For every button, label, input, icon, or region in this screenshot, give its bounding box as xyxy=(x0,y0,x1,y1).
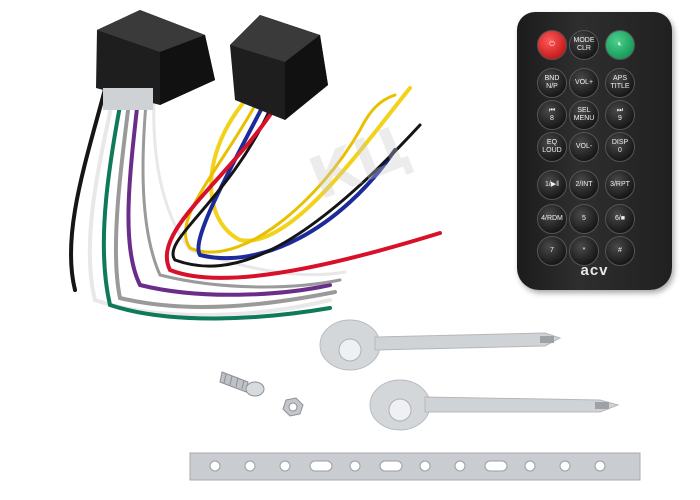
power-button[interactable]: ⏻ xyxy=(537,30,567,60)
remote-button[interactable]: 5 xyxy=(569,204,599,234)
remote-button-label: # xyxy=(618,247,622,254)
remote-button[interactable]: VOL- xyxy=(569,132,599,162)
mounting-key-lower xyxy=(369,379,620,431)
remote-button-label: VOL+ xyxy=(574,79,594,86)
remote-button[interactable]: 7 xyxy=(537,236,567,266)
remote-button[interactable]: EQ LOUD xyxy=(537,132,567,162)
remote-button-label: 2/INT xyxy=(575,181,593,188)
remote-button[interactable]: # xyxy=(605,236,635,266)
remote-button-label: 6/■ xyxy=(614,215,626,222)
mute-icon: 🔇︎ xyxy=(617,41,623,48)
remote-button[interactable]: * xyxy=(569,236,599,266)
remote-button[interactable]: ⏭ 9 xyxy=(605,100,635,130)
mute-button[interactable]: 🔇︎ xyxy=(605,30,635,60)
remote-button[interactable]: DISP 0 xyxy=(605,132,635,162)
remote-button[interactable]: 1/▶‖ xyxy=(537,170,567,200)
remote-button-label: VOL- xyxy=(575,143,593,150)
remote-control: acv ⏻ MODE CLR 🔇︎ BND N/P VOL+ APS TITLE ⏮ 8 SE… xyxy=(517,12,672,290)
mounting-strip xyxy=(189,452,641,481)
remote-button[interactable]: 2/INT xyxy=(569,170,599,200)
remote-button-label: 5 xyxy=(582,215,586,222)
remote-button-label: EQ LOUD xyxy=(542,139,562,154)
remote-button-label: ⏭ 9 xyxy=(616,107,624,122)
wire-harness-right xyxy=(164,86,442,280)
screw xyxy=(219,371,265,397)
remote-button[interactable]: 4/RDM xyxy=(537,204,567,234)
remote-button[interactable]: APS TITLE xyxy=(605,68,635,98)
remote-button[interactable]: ⏮ 8 xyxy=(537,100,567,130)
mounting-key-upper xyxy=(319,319,562,371)
remote-button[interactable]: BND N/P xyxy=(537,68,567,98)
remote-button-label: BND N/P xyxy=(544,75,560,90)
remote-button-label: 3/RPT xyxy=(610,181,630,188)
iso-connector-right xyxy=(230,15,328,120)
remote-button-label: 4/RDM xyxy=(541,215,563,222)
remote-button-label: DISP 0 xyxy=(611,139,629,154)
power-icon: ⏻ xyxy=(549,41,555,48)
remote-brand-label: acv xyxy=(580,262,609,279)
remote-button-label: * xyxy=(582,247,586,254)
wire-harness-left xyxy=(68,68,347,321)
remote-button-label: MODE CLR xyxy=(573,37,595,52)
remote-button[interactable]: MODE CLR xyxy=(569,30,599,60)
nut xyxy=(282,397,304,417)
remote-button[interactable]: 3/RPT xyxy=(605,170,635,200)
remote-button-label: 1/▶‖ xyxy=(544,181,560,188)
remote-button-label: 7 xyxy=(550,247,554,254)
remote-button[interactable]: VOL+ xyxy=(569,68,599,98)
remote-button-label: APS TITLE xyxy=(610,75,630,90)
remote-button-label: ⏮ 8 xyxy=(548,107,556,122)
remote-button[interactable]: 6/■ xyxy=(605,204,635,234)
remote-button[interactable]: SEL MENU xyxy=(569,100,599,130)
remote-button-label: SEL MENU xyxy=(573,107,595,122)
iso-connector-left xyxy=(96,10,215,110)
